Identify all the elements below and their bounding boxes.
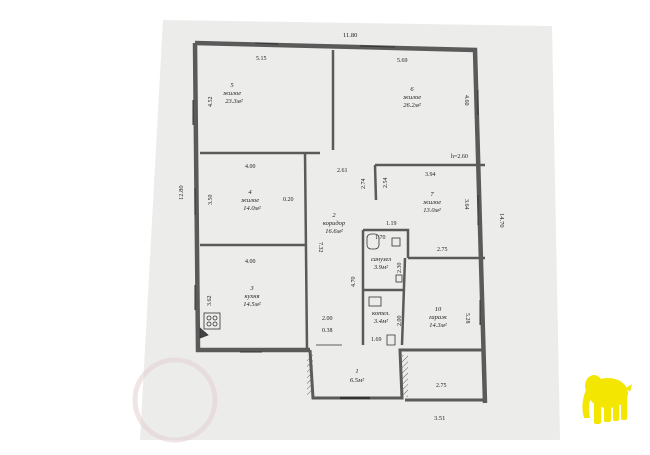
dim-4-70: 4.70 (351, 277, 357, 288)
toilet-icon (395, 274, 403, 283)
room-6-area: 26.2м² (403, 102, 422, 109)
dim-5-15: 5.15 (256, 56, 267, 62)
room-bath-area: 3.9м² (373, 264, 389, 271)
room-10-number: 10 (435, 306, 442, 313)
dim-4-00-b: 4.00 (245, 259, 256, 265)
boiler-icon (368, 296, 382, 307)
dim-2-75-a: 2.75 (437, 247, 448, 253)
room-2-number: 2 (332, 212, 336, 219)
dim-4-00-a: 4.00 (245, 164, 256, 170)
dim-4-60: 4.60 (463, 95, 469, 106)
dim-2-74: 2.74 (361, 179, 367, 190)
room-5-number: 5 (230, 82, 234, 89)
dim-2-00-b: 2.00 (397, 316, 403, 327)
window-marks (192, 42, 481, 400)
room-boiler-name: котел. (372, 310, 390, 317)
room-7-area: 13.0м² (423, 207, 442, 214)
faint-stamp (132, 357, 218, 443)
room-3-number: 3 (249, 285, 254, 292)
dim-3-94: 3.94 (425, 172, 436, 178)
room-boiler-area: 3.4м² (373, 318, 389, 325)
room-5-area: 23.3м² (225, 98, 244, 105)
dim-total-height-left: 12.80 (178, 185, 185, 200)
dim-bottom-width: 3.51 (434, 415, 445, 422)
room-4-area: 14.0м² (243, 205, 262, 212)
dim-4-52: 4.52 (208, 97, 214, 108)
room-3-area: 14.5м² (243, 301, 262, 308)
bathtub-icon (366, 233, 380, 250)
room-3-name: кухня (245, 293, 260, 300)
room-4-number: 4 (248, 189, 252, 196)
room-2-area: 16.6м² (325, 228, 344, 235)
room-7-number: 7 (430, 191, 434, 198)
room-2-name: коридор (323, 220, 346, 227)
room-10-name: гараж (429, 314, 447, 321)
room-4-name: жилое (241, 197, 259, 204)
dim-total-width: 11.80 (343, 32, 357, 39)
dim-1-69: 1.69 (371, 337, 382, 343)
dim-5-28: 5.28 (464, 313, 470, 324)
room-6-name: жилое (403, 94, 421, 101)
dim-2-75-b: 2.75 (436, 383, 447, 389)
dim-1-70: 1.70 (375, 235, 386, 241)
room-bath-name: санузел (371, 256, 391, 263)
dim-3-62: 3.62 (207, 296, 213, 307)
room-1-area: 6.5м² (350, 377, 365, 384)
dim-2-61: 2.61 (337, 168, 348, 174)
dim-0-20: 0.20 (283, 197, 294, 203)
stove-icon (203, 312, 221, 330)
dim-3-64: 3.64 (463, 199, 469, 210)
dim-2-00-a: 2.00 (322, 316, 333, 322)
dim-ceiling-height: h=2.60 (451, 154, 468, 160)
dimension-labels: 11.80 12.80 14.70 3.51 h=2.60 5.15 5.69 … (178, 32, 505, 422)
corner-flue-icon (199, 327, 209, 339)
dim-total-height-right: 14.70 (498, 213, 505, 228)
dim-3-50: 3.50 (208, 195, 214, 206)
room-5-name: жилое (223, 90, 241, 97)
fixtures (199, 233, 403, 346)
dim-2-54: 2.54 (383, 178, 389, 189)
room-7-name: жилое (423, 199, 441, 206)
hatched-posts (307, 355, 408, 397)
paper-sheet (140, 20, 560, 440)
room-10-area: 14.3м² (429, 322, 448, 329)
elephant-icon (582, 375, 632, 424)
dim-1-19: 1.19 (386, 221, 397, 227)
dim-7-32: 7.32 (317, 242, 323, 253)
dim-0-38: 0.38 (322, 328, 333, 334)
dim-5-69: 5.69 (397, 58, 408, 64)
room-labels: 5 жилое 23.3м² 6 жилое 26.2м² 4 жилое 14… (223, 82, 448, 384)
sink-icon (391, 237, 401, 247)
room-1-number: 1 (355, 368, 358, 375)
room-6-number: 6 (410, 86, 414, 93)
meter-icon (386, 334, 396, 346)
dim-2-30: 2.30 (397, 263, 403, 274)
